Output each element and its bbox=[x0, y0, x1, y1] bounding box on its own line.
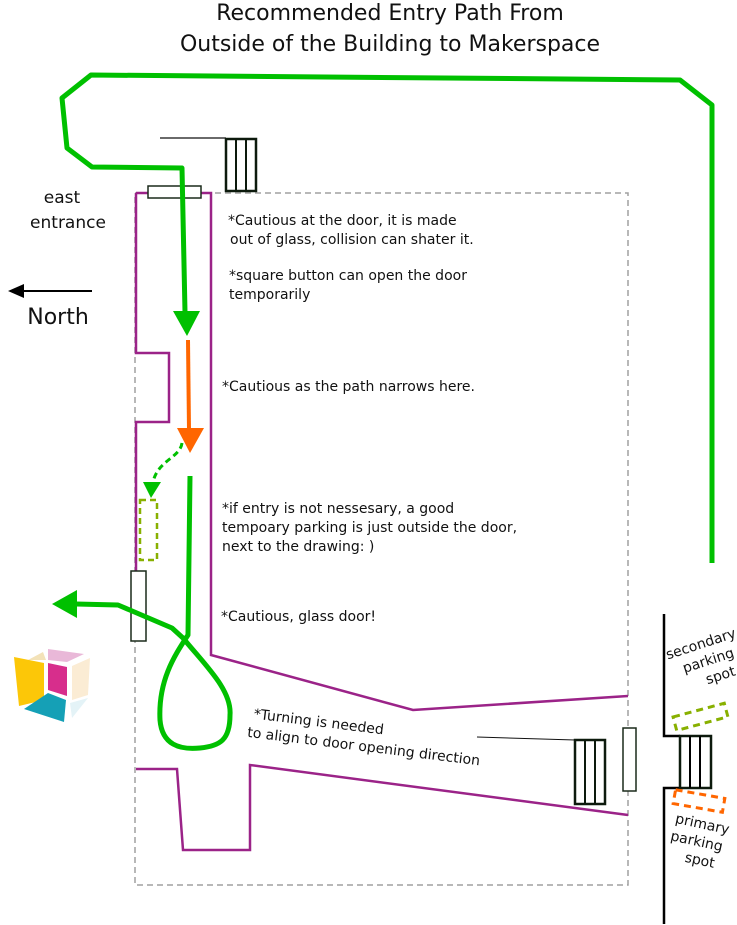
stairs-pointer-line bbox=[476, 736, 576, 741]
secondary-parking-label: secondary parking spot bbox=[664, 626, 737, 689]
exit-arrow-icon bbox=[52, 590, 77, 618]
note-turning: *Turning is needed to align to door open… bbox=[246, 706, 480, 769]
note-glass-door-1: *Cautious at the door, it is made bbox=[228, 213, 457, 229]
svg-text:spot: spot bbox=[683, 850, 716, 872]
note-button-2: temporarily bbox=[229, 287, 310, 303]
east-stairs bbox=[224, 137, 258, 193]
narrow-path bbox=[186, 339, 191, 431]
makerspace-logo bbox=[14, 649, 90, 722]
glass-door bbox=[130, 570, 147, 642]
note-glass-door-2b: *Cautious, glass door! bbox=[221, 609, 376, 625]
secondary-parking-spot bbox=[671, 701, 730, 733]
note-parking-3: next to the drawing: ) bbox=[222, 539, 374, 555]
title-line-2: Outside of the Building to Makerspace bbox=[180, 32, 600, 57]
note-parking-1: *if entry is not nessesary, a good bbox=[222, 501, 454, 517]
note-narrows: *Cautious as the path narrows here. bbox=[222, 379, 475, 395]
outer-wall-bottom bbox=[662, 786, 680, 924]
parking-arrow-icon bbox=[143, 482, 161, 498]
north-label: North bbox=[27, 305, 89, 330]
east-entrance-label-2: entrance bbox=[30, 213, 106, 233]
primary-parking-spot bbox=[671, 788, 727, 814]
title-line-1: Recommended Entry Path From bbox=[216, 1, 564, 26]
east-door bbox=[147, 185, 202, 199]
note-button-1: *square button can open the door bbox=[229, 268, 467, 284]
narrow-arrow-icon bbox=[177, 428, 204, 453]
loop-path bbox=[75, 475, 233, 751]
north-arrow-icon bbox=[8, 284, 24, 298]
temporary-parking-spot bbox=[138, 498, 159, 562]
makerspace-door bbox=[622, 727, 637, 792]
outer-wall-top bbox=[662, 614, 680, 738]
east-entrance-label-1: east bbox=[44, 188, 81, 208]
outside-stairs bbox=[678, 734, 713, 790]
makerspace-stairs bbox=[573, 738, 607, 806]
parking-path bbox=[151, 442, 184, 483]
primary-parking-label: primary parking spot bbox=[669, 811, 731, 872]
path-arrow-down-icon bbox=[173, 311, 200, 336]
note-glass-door-2: out of glass, collision can shater it. bbox=[230, 232, 474, 248]
outside-path bbox=[59, 72, 715, 563]
note-parking-2: tempoary parking is just outside the doo… bbox=[222, 520, 517, 536]
